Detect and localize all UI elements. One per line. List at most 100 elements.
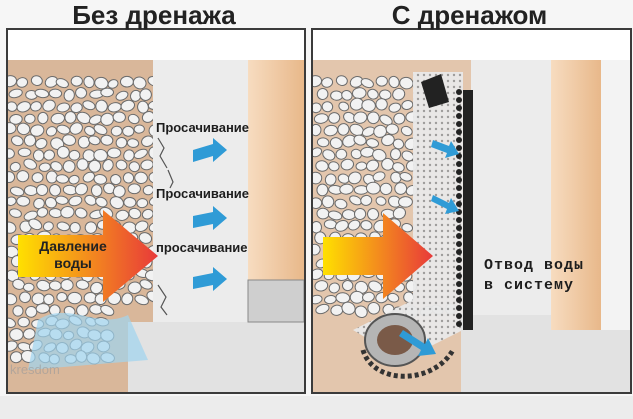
gravel-stone (136, 198, 149, 209)
bottom-strip (0, 396, 633, 419)
gravel-stone (17, 147, 32, 157)
membrane-dimple (456, 265, 462, 271)
gravel-stone (48, 88, 63, 99)
gravel-stone (56, 124, 71, 135)
gravel-stone (394, 182, 408, 195)
gravel-stone (128, 161, 141, 173)
gravel-stone (22, 282, 35, 292)
gravel-stone (60, 206, 75, 219)
gravel-stone (338, 101, 350, 112)
gravel-stone (23, 134, 37, 147)
gravel-stone (362, 291, 375, 303)
gravel-stone (35, 184, 49, 196)
gravel-stone (68, 174, 80, 185)
gravel-stone (119, 75, 134, 88)
gravel-stone (102, 159, 114, 172)
gravel-stone (322, 149, 336, 161)
gravel-stone (84, 125, 96, 136)
gravel-stone (35, 137, 48, 150)
gravel-stone (340, 158, 355, 171)
water-pressure-label: Давление воды (28, 238, 118, 272)
gravel-stone (341, 280, 354, 292)
gravel-stone (328, 282, 341, 294)
gravel-stone (133, 124, 145, 134)
gravel-stone (393, 112, 406, 125)
drainage-label-line1: Отвод воды (484, 257, 585, 274)
drain-pipe-end (247, 279, 304, 323)
gravel-stone (360, 220, 373, 231)
gravel-stone (347, 219, 361, 231)
gravel-stone (8, 317, 16, 328)
membrane-dimple (456, 257, 462, 263)
membrane-dimple (456, 177, 462, 183)
gravel-stone (16, 77, 29, 88)
gravel-stone (341, 90, 353, 101)
gravel-stone (349, 290, 365, 304)
gravel-stone (334, 219, 349, 232)
gravel-stone (379, 182, 393, 196)
with-drainage-illustration (313, 60, 630, 392)
gravel-stone (36, 207, 49, 218)
gravel-stone (35, 303, 50, 314)
membrane-dimple (456, 113, 462, 119)
drain-pipe (360, 313, 456, 379)
membrane-dimple (456, 313, 462, 319)
seepage-water-arrows (193, 138, 227, 291)
gravel-stone (134, 171, 148, 185)
gravel-stone (334, 198, 348, 210)
gravel-stone (353, 111, 368, 124)
gravel-stone (339, 183, 354, 195)
membrane-dimple (456, 145, 462, 151)
water-accumulation (28, 312, 148, 370)
membrane-dimple (456, 297, 462, 303)
gravel-stone (368, 280, 383, 293)
gravel-stone (129, 89, 142, 102)
gravel-stone (95, 196, 108, 208)
gravel-stone (115, 159, 128, 171)
gravel-stone (313, 268, 324, 280)
gravel-stone (315, 160, 329, 172)
gravel-stone (141, 208, 154, 220)
wall-cracks (157, 137, 174, 316)
gravel-stone (375, 98, 388, 111)
gravel-stone (115, 209, 130, 221)
gravel-stone (19, 291, 32, 304)
gravel-stone (8, 269, 20, 282)
gravel-stone (23, 185, 38, 196)
gravel-stone (42, 221, 54, 232)
membrane-dimples (456, 89, 462, 327)
gravel-stone (321, 195, 335, 209)
membrane-dimple (456, 121, 462, 127)
gravel-stone (100, 304, 115, 316)
gravel-stone (56, 102, 71, 113)
gravel-stone (313, 221, 322, 234)
gravel-stone (316, 88, 329, 100)
gravel-stone (381, 133, 395, 147)
gravel-stone (132, 76, 147, 90)
gravel-stone (122, 172, 135, 184)
gravel-stone (399, 171, 413, 182)
gravel-stone (75, 87, 88, 99)
gravel-stone (63, 88, 75, 102)
gravel-stone (49, 184, 62, 197)
gravel-stone (69, 122, 83, 135)
gravel-stone (75, 279, 90, 290)
gravel-stone (100, 87, 115, 98)
gravel-stone (399, 76, 414, 90)
gravel-stone (350, 148, 363, 160)
membrane-dimple (456, 305, 462, 311)
gravel-stone (68, 195, 83, 207)
foundation-footing (128, 322, 304, 392)
gravel-stone (398, 196, 413, 208)
gravel-stone (67, 291, 83, 305)
gravel-stone (90, 184, 103, 197)
gravel-stone (139, 88, 152, 101)
gravel-stone (139, 279, 153, 290)
gravel-stone (30, 75, 43, 86)
gravel-stone (365, 159, 380, 172)
gravel-stone (16, 170, 30, 183)
seepage-label-2: Просачивание (156, 186, 250, 201)
gravel-stone (9, 328, 24, 341)
gravel-stone (123, 196, 137, 208)
